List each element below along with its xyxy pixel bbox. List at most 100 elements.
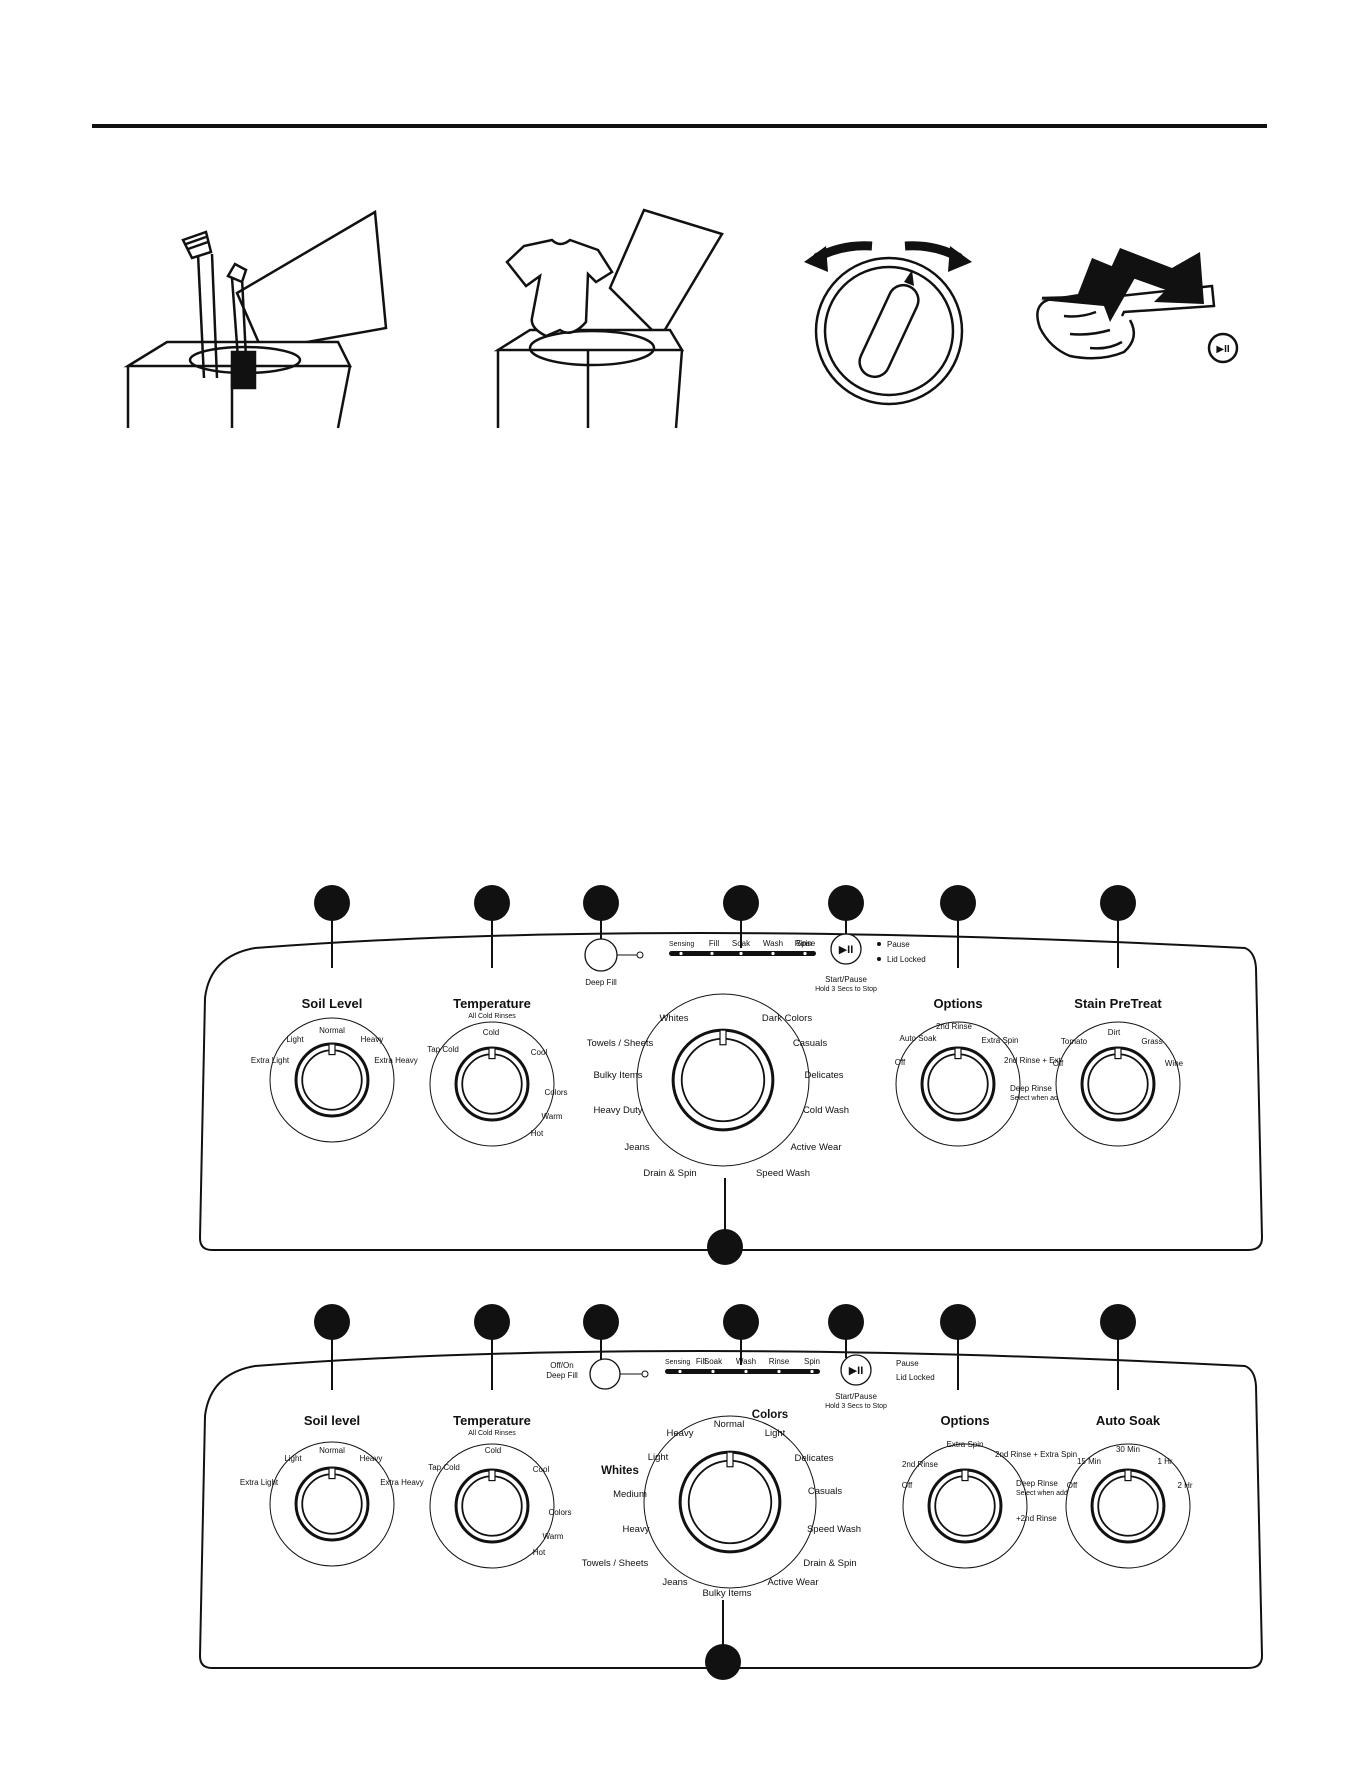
cycle-dial-pointer [719, 1029, 727, 1046]
lid-locked-indicator [877, 957, 881, 961]
temp-opt-cool: Cool [533, 1465, 550, 1474]
soil-dial-pointer [328, 1467, 336, 1480]
status-step-1: Soak [732, 939, 751, 948]
temperature-subtitle: All Cold Rinses [468, 1013, 516, 1020]
callout-b-5-marker [828, 1304, 864, 1340]
pause-label: Pause [887, 940, 910, 949]
options-opt-extra-spin: Extra Spin [982, 1036, 1019, 1045]
deep-fill-light [636, 951, 644, 959]
cycle-dial-pointer [726, 1451, 734, 1468]
cycle-group-colors: Colors [752, 1409, 788, 1421]
status-step-0: Fill [709, 939, 719, 948]
options-title: Options [940, 1413, 989, 1428]
callout-a-1-marker [314, 885, 350, 921]
soil-opt-normal: Normal [319, 1026, 345, 1035]
deep-fill-label: Deep Fill [585, 978, 617, 987]
cycle-opt-3: Casuals [793, 1038, 828, 1049]
cycle-group-whites: Whites [601, 1465, 639, 1477]
cycle-opt-5: Delicates [804, 1070, 843, 1081]
start-pause-button [840, 1354, 872, 1386]
status-sensing: Sensing [669, 941, 694, 948]
status-step-0: Fill [696, 1357, 706, 1366]
options-opt-deep-rinse: Deep Rinse [1016, 1479, 1058, 1488]
callout-a-5-marker [828, 885, 864, 921]
status-dot-4 [803, 951, 807, 956]
temp-opt-cool: Cool [531, 1048, 548, 1057]
temperature-title: Temperature [453, 996, 531, 1011]
callout-b-6-marker [940, 1304, 976, 1340]
start-pause-hint: Hold 3 Secs to Stop [825, 1403, 887, 1410]
temp-opt-hot: Hot [533, 1548, 546, 1557]
options-opt-off: Off [902, 1481, 913, 1490]
status-step-3: Rinse [769, 1357, 790, 1366]
play-pause-icon: ▶II [1216, 344, 1229, 355]
options-opt-2nd-rinse-plus: +2nd Rinse [1016, 1514, 1057, 1523]
options-dial-pointer [961, 1469, 969, 1482]
soil-opt-light: Light [284, 1454, 302, 1463]
status-step-4: Spin [796, 939, 812, 948]
cycle-opt-6: Heavy Duty [593, 1105, 642, 1116]
callout-a-4-marker [723, 885, 759, 921]
callout-a-cycle-marker [707, 1229, 743, 1265]
cycle-opt-8: Speed Wash [807, 1524, 861, 1535]
soil-level-title: Soil Level [302, 996, 363, 1011]
status-dot-0 [678, 1369, 682, 1374]
options-opt-extra-spin: Extra Spin [947, 1440, 984, 1449]
stain-opt-off: Off [1053, 1059, 1064, 1068]
deep-fill-button [584, 938, 618, 972]
status-step-3: Rinse [795, 939, 816, 948]
cycle-opt-1: Normal [714, 1419, 745, 1430]
cycle-opt-11: Speed Wash [756, 1168, 810, 1179]
cycle-opt-9: Towels / Sheets [582, 1558, 649, 1569]
off-on-label: Off/On [550, 1361, 573, 1370]
cycle-opt-11: Jeans [662, 1577, 688, 1588]
cycle-opt-3: Light [648, 1452, 669, 1463]
status-dot-3 [771, 951, 775, 956]
cycle-opt-4: Delicates [794, 1453, 833, 1464]
stain-pretreat-title: Stain PreTreat [1074, 996, 1162, 1011]
off-on-light [641, 1370, 649, 1378]
illustration-load-clothes [493, 208, 724, 429]
status-sensing: Sensing [665, 1359, 690, 1366]
status-dot-3 [777, 1369, 781, 1374]
cycle-opt-4: Bulky Items [593, 1070, 642, 1081]
temp-dial-pointer [488, 1047, 496, 1060]
temp-dial-pointer [488, 1469, 496, 1482]
panel-outline [198, 932, 1264, 1251]
stain-opt-wine: Wine [1165, 1059, 1184, 1068]
status-dot-0 [679, 951, 683, 956]
temp-opt-hot: Hot [531, 1129, 544, 1138]
deep-fill-label: Deep Fill [546, 1371, 578, 1380]
options-dial-pointer [954, 1047, 962, 1060]
callout-b-cycle-marker [705, 1644, 741, 1680]
callout-b-4-marker [723, 1304, 759, 1340]
callout-b-7-marker [1100, 1304, 1136, 1340]
options-opt-off: Off [895, 1058, 906, 1067]
cycle-opt-12: Bulky Items [702, 1588, 751, 1599]
callout-b-3-marker [583, 1304, 619, 1340]
status-step-2: Wash [736, 1357, 756, 1366]
pause-indicator [877, 942, 881, 946]
temp-opt-colors: Colors [544, 1088, 567, 1097]
temp-opt-warm: Warm [541, 1112, 562, 1121]
illustration-press-start-arrow [1110, 248, 1204, 304]
options-opt-2nd-rinse: 2nd Rinse [902, 1460, 939, 1469]
pause-label: Pause [896, 1359, 919, 1368]
soil-opt-light: Light [286, 1035, 304, 1044]
cycle-opt-2: Light [765, 1428, 786, 1439]
cycle-opt-10: Drain & Spin [643, 1168, 696, 1179]
soil-opt-heavy: Heavy [361, 1035, 384, 1044]
play-pause-icon: ▶II [839, 944, 854, 956]
status-dot-2 [744, 1369, 748, 1374]
cycle-opt-7: Cold Wash [803, 1105, 849, 1116]
cycle-opt-1: Dark Colors [762, 1013, 812, 1024]
callout-a-6-marker [940, 885, 976, 921]
cycle-opt-6: Casuals [808, 1486, 843, 1497]
autosoak-dial-pointer [1124, 1469, 1132, 1482]
temp-opt-tap-cold: Tap Cold [427, 1045, 459, 1054]
soil-opt-extra-light: Extra Light [240, 1478, 279, 1487]
play-pause-icon: ▶II [849, 1365, 864, 1377]
